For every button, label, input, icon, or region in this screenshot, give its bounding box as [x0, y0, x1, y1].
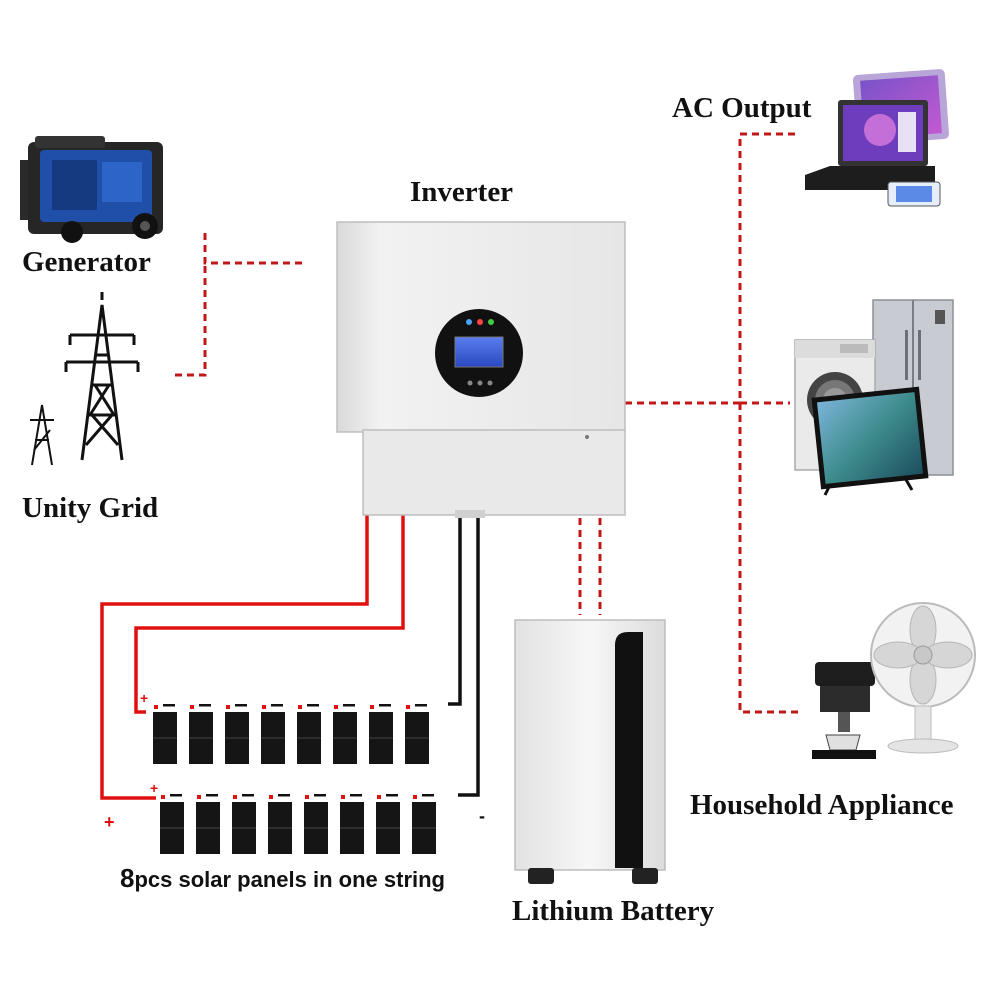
solar-panel-icon [333, 704, 357, 764]
solar-panel-icon [412, 794, 436, 854]
dc-positive-lower-wire [100, 500, 369, 800]
solar-panel-icon [196, 794, 220, 854]
transmission-tower-icon [30, 292, 140, 466]
coffee-machine-icon [812, 662, 876, 759]
tv-icon [811, 386, 929, 496]
battery-cabinet-icon [514, 619, 666, 884]
ac-output-label: AC Output [672, 92, 812, 124]
plus-sign-outer: + [104, 812, 115, 832]
dc-negative-upper-wire [448, 514, 462, 706]
solar-panel-icon [232, 794, 256, 854]
dc-wiring [100, 500, 480, 800]
plus-sign-lower: + [150, 780, 159, 796]
solar-panel-icon [405, 704, 429, 764]
solar-panel-icon [153, 704, 177, 764]
ac-wiring [175, 132, 800, 714]
ac-output-wire [625, 132, 795, 405]
inverter-label: Inverter [410, 176, 514, 208]
inverter-screen [454, 336, 504, 368]
generator-label: Generator [22, 246, 151, 278]
appliance-wire-low [738, 403, 800, 714]
plus-sign-upper: + [140, 690, 149, 706]
dc-negative-lower-wire [458, 514, 480, 797]
solar-panels-caption: 8pcs solar panels in one string [120, 863, 445, 894]
solar-string-upper [153, 704, 429, 764]
solar-panel-icon [304, 794, 328, 854]
fan-icon [870, 602, 976, 754]
solar-panel-icon [225, 704, 249, 764]
panel-count: 8 [120, 863, 135, 893]
battery-label: Lithium Battery [512, 895, 715, 927]
phone-icon [887, 181, 941, 207]
solar-panel-icon [376, 794, 400, 854]
dc-positive-upper-wire [134, 512, 405, 714]
solar-panel-icon [189, 704, 213, 764]
minus-sign-outer: - [479, 806, 485, 826]
solar-panel-icon [340, 794, 364, 854]
solar-panel-icon [297, 704, 321, 764]
solar-panel-icon [160, 794, 184, 854]
generator-icon [20, 136, 163, 243]
grid-wire [175, 263, 207, 377]
panel-caption-text: pcs solar panels in one string [134, 867, 445, 892]
household-label: Household Appliance [690, 789, 954, 821]
solar-panel-icon [369, 704, 393, 764]
laptop-icon [805, 100, 935, 190]
inverter-icon [336, 221, 626, 518]
solar-panel-icon [261, 704, 285, 764]
generator-wire [203, 233, 305, 265]
grid-label: Unity Grid [22, 492, 159, 524]
solar-panel-icon [268, 794, 292, 854]
solar-string-lower [160, 794, 436, 854]
